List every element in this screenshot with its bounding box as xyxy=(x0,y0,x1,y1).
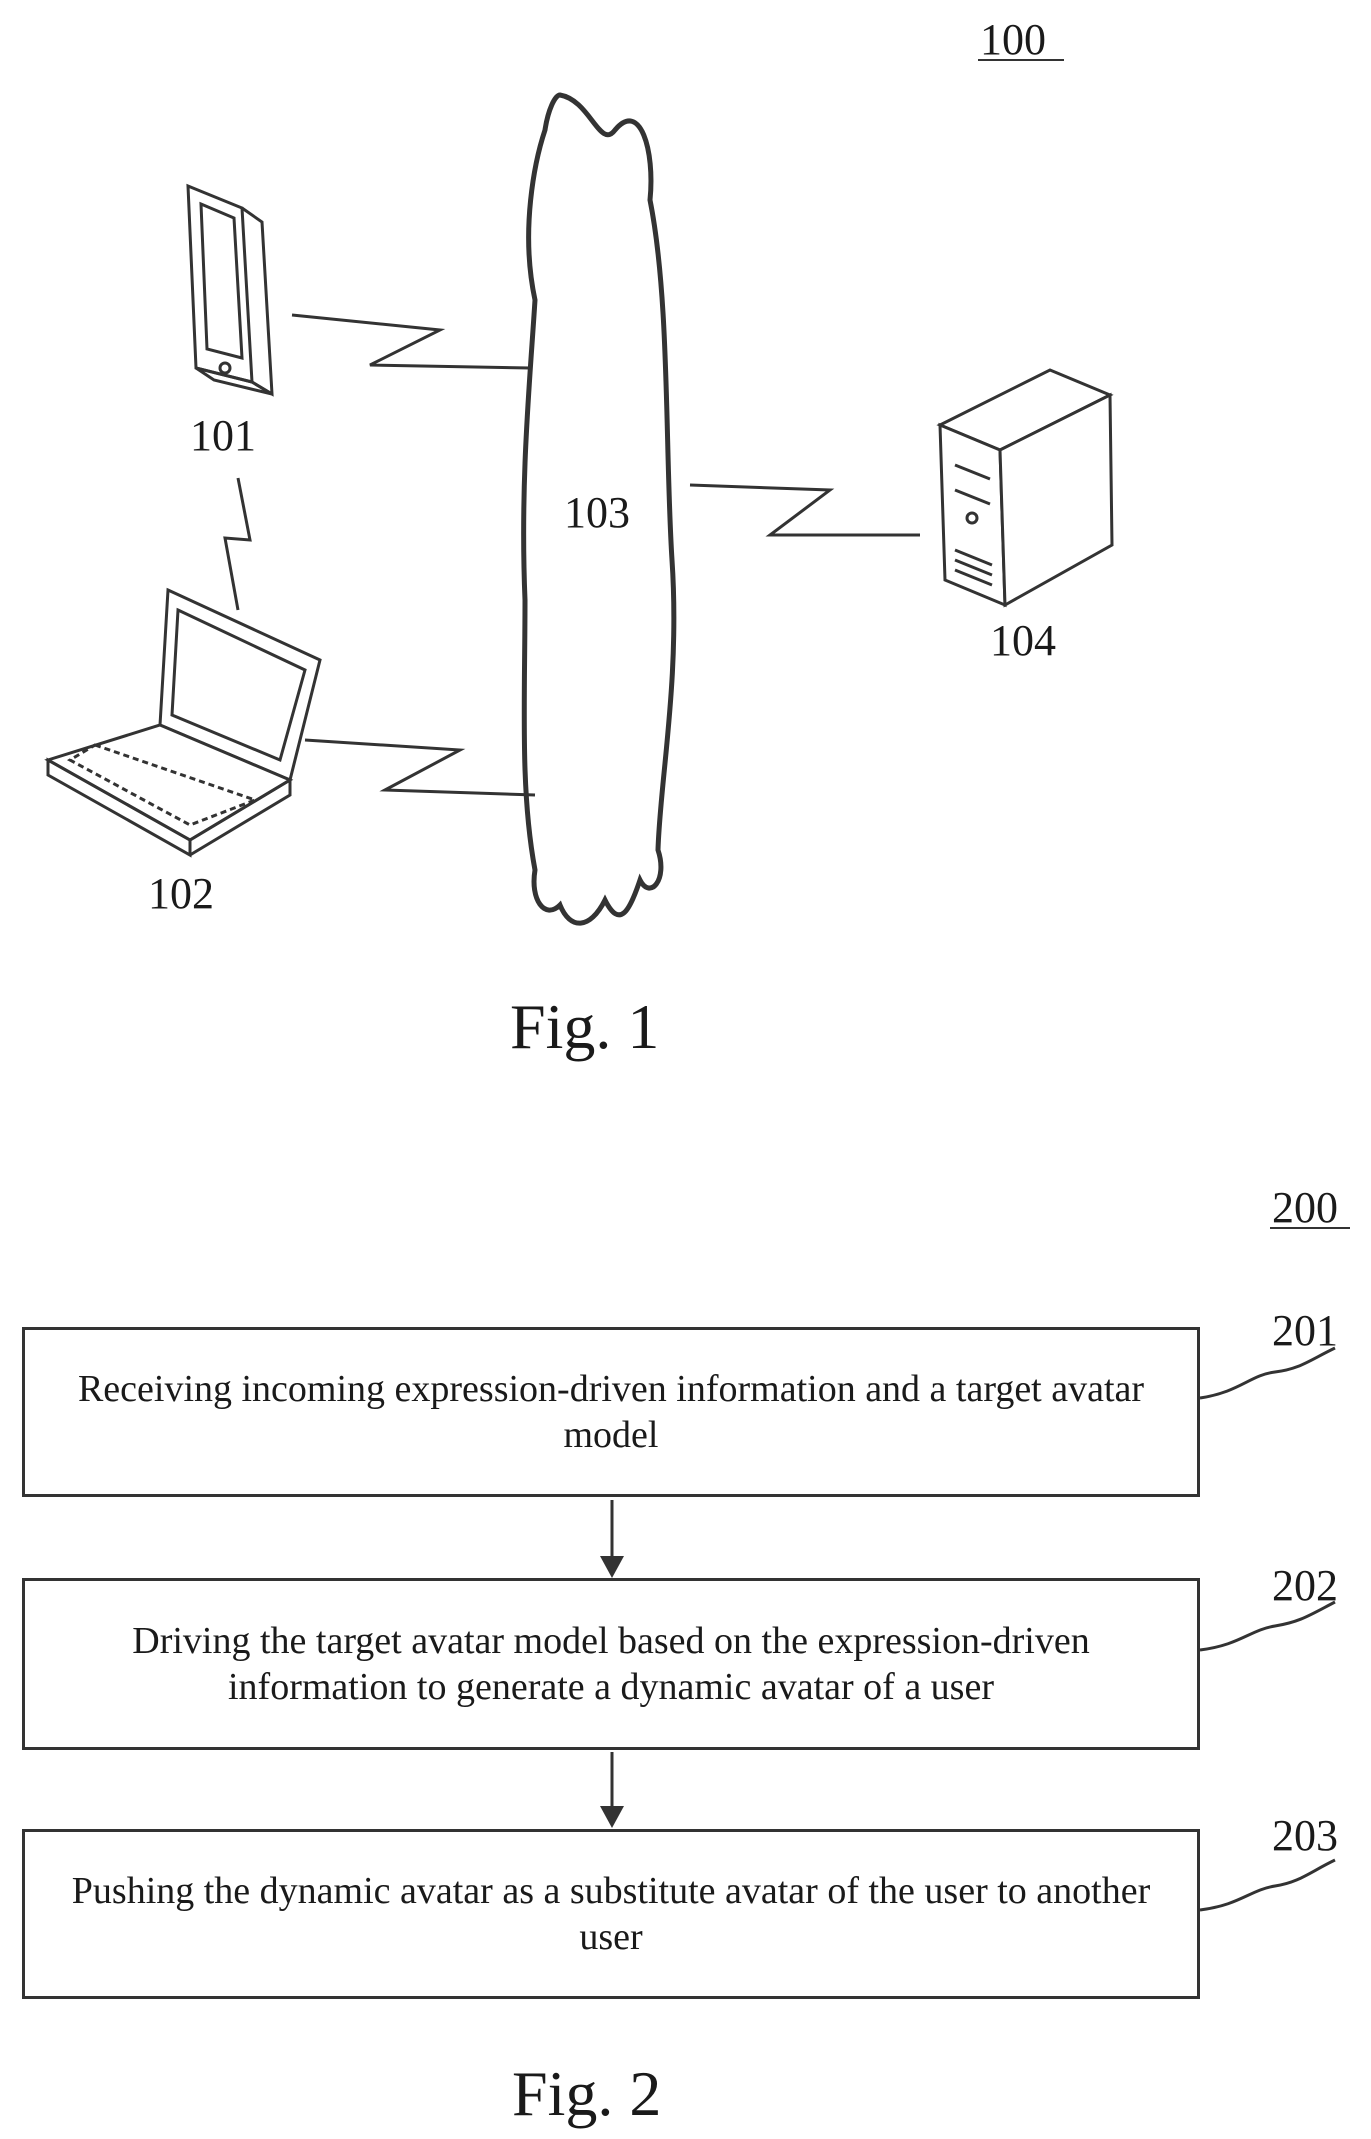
tablet-link xyxy=(292,315,530,368)
step-202-text: Driving the target avatar model based on… xyxy=(45,1618,1177,1710)
step-203-ref: 203 xyxy=(1272,1811,1338,1860)
laptop-link xyxy=(305,740,535,795)
step-203-leader xyxy=(1200,1860,1335,1910)
step-203-box: Pushing the dynamic avatar as a substitu… xyxy=(22,1829,1200,1999)
step-203-text: Pushing the dynamic avatar as a substitu… xyxy=(45,1868,1177,1960)
fig2-ref-label: 200 xyxy=(1272,1183,1338,1232)
fig1-ref-label: 100 xyxy=(980,15,1046,64)
step-201-leader xyxy=(1200,1348,1335,1398)
tablet-label: 101 xyxy=(190,411,256,460)
step-201-text: Receiving incoming expression-driven inf… xyxy=(45,1366,1177,1458)
server-icon xyxy=(940,370,1112,605)
step-202-box: Driving the target avatar model based on… xyxy=(22,1578,1200,1750)
arrow-201-202 xyxy=(600,1500,624,1578)
step-201-ref: 201 xyxy=(1272,1306,1338,1355)
fig2-caption: Fig. 2 xyxy=(512,2058,661,2129)
server-link xyxy=(690,485,920,535)
server-label: 104 xyxy=(990,616,1056,665)
network-label: 103 xyxy=(564,488,630,537)
fig1-caption: Fig. 1 xyxy=(510,991,659,1062)
tablet-laptop-link xyxy=(225,478,250,610)
tablet-icon xyxy=(188,186,272,394)
laptop-label: 102 xyxy=(148,869,214,918)
arrow-202-203 xyxy=(600,1752,624,1828)
step-202-ref: 202 xyxy=(1272,1561,1338,1610)
laptop-icon xyxy=(48,590,320,855)
step-201-box: Receiving incoming expression-driven inf… xyxy=(22,1327,1200,1497)
